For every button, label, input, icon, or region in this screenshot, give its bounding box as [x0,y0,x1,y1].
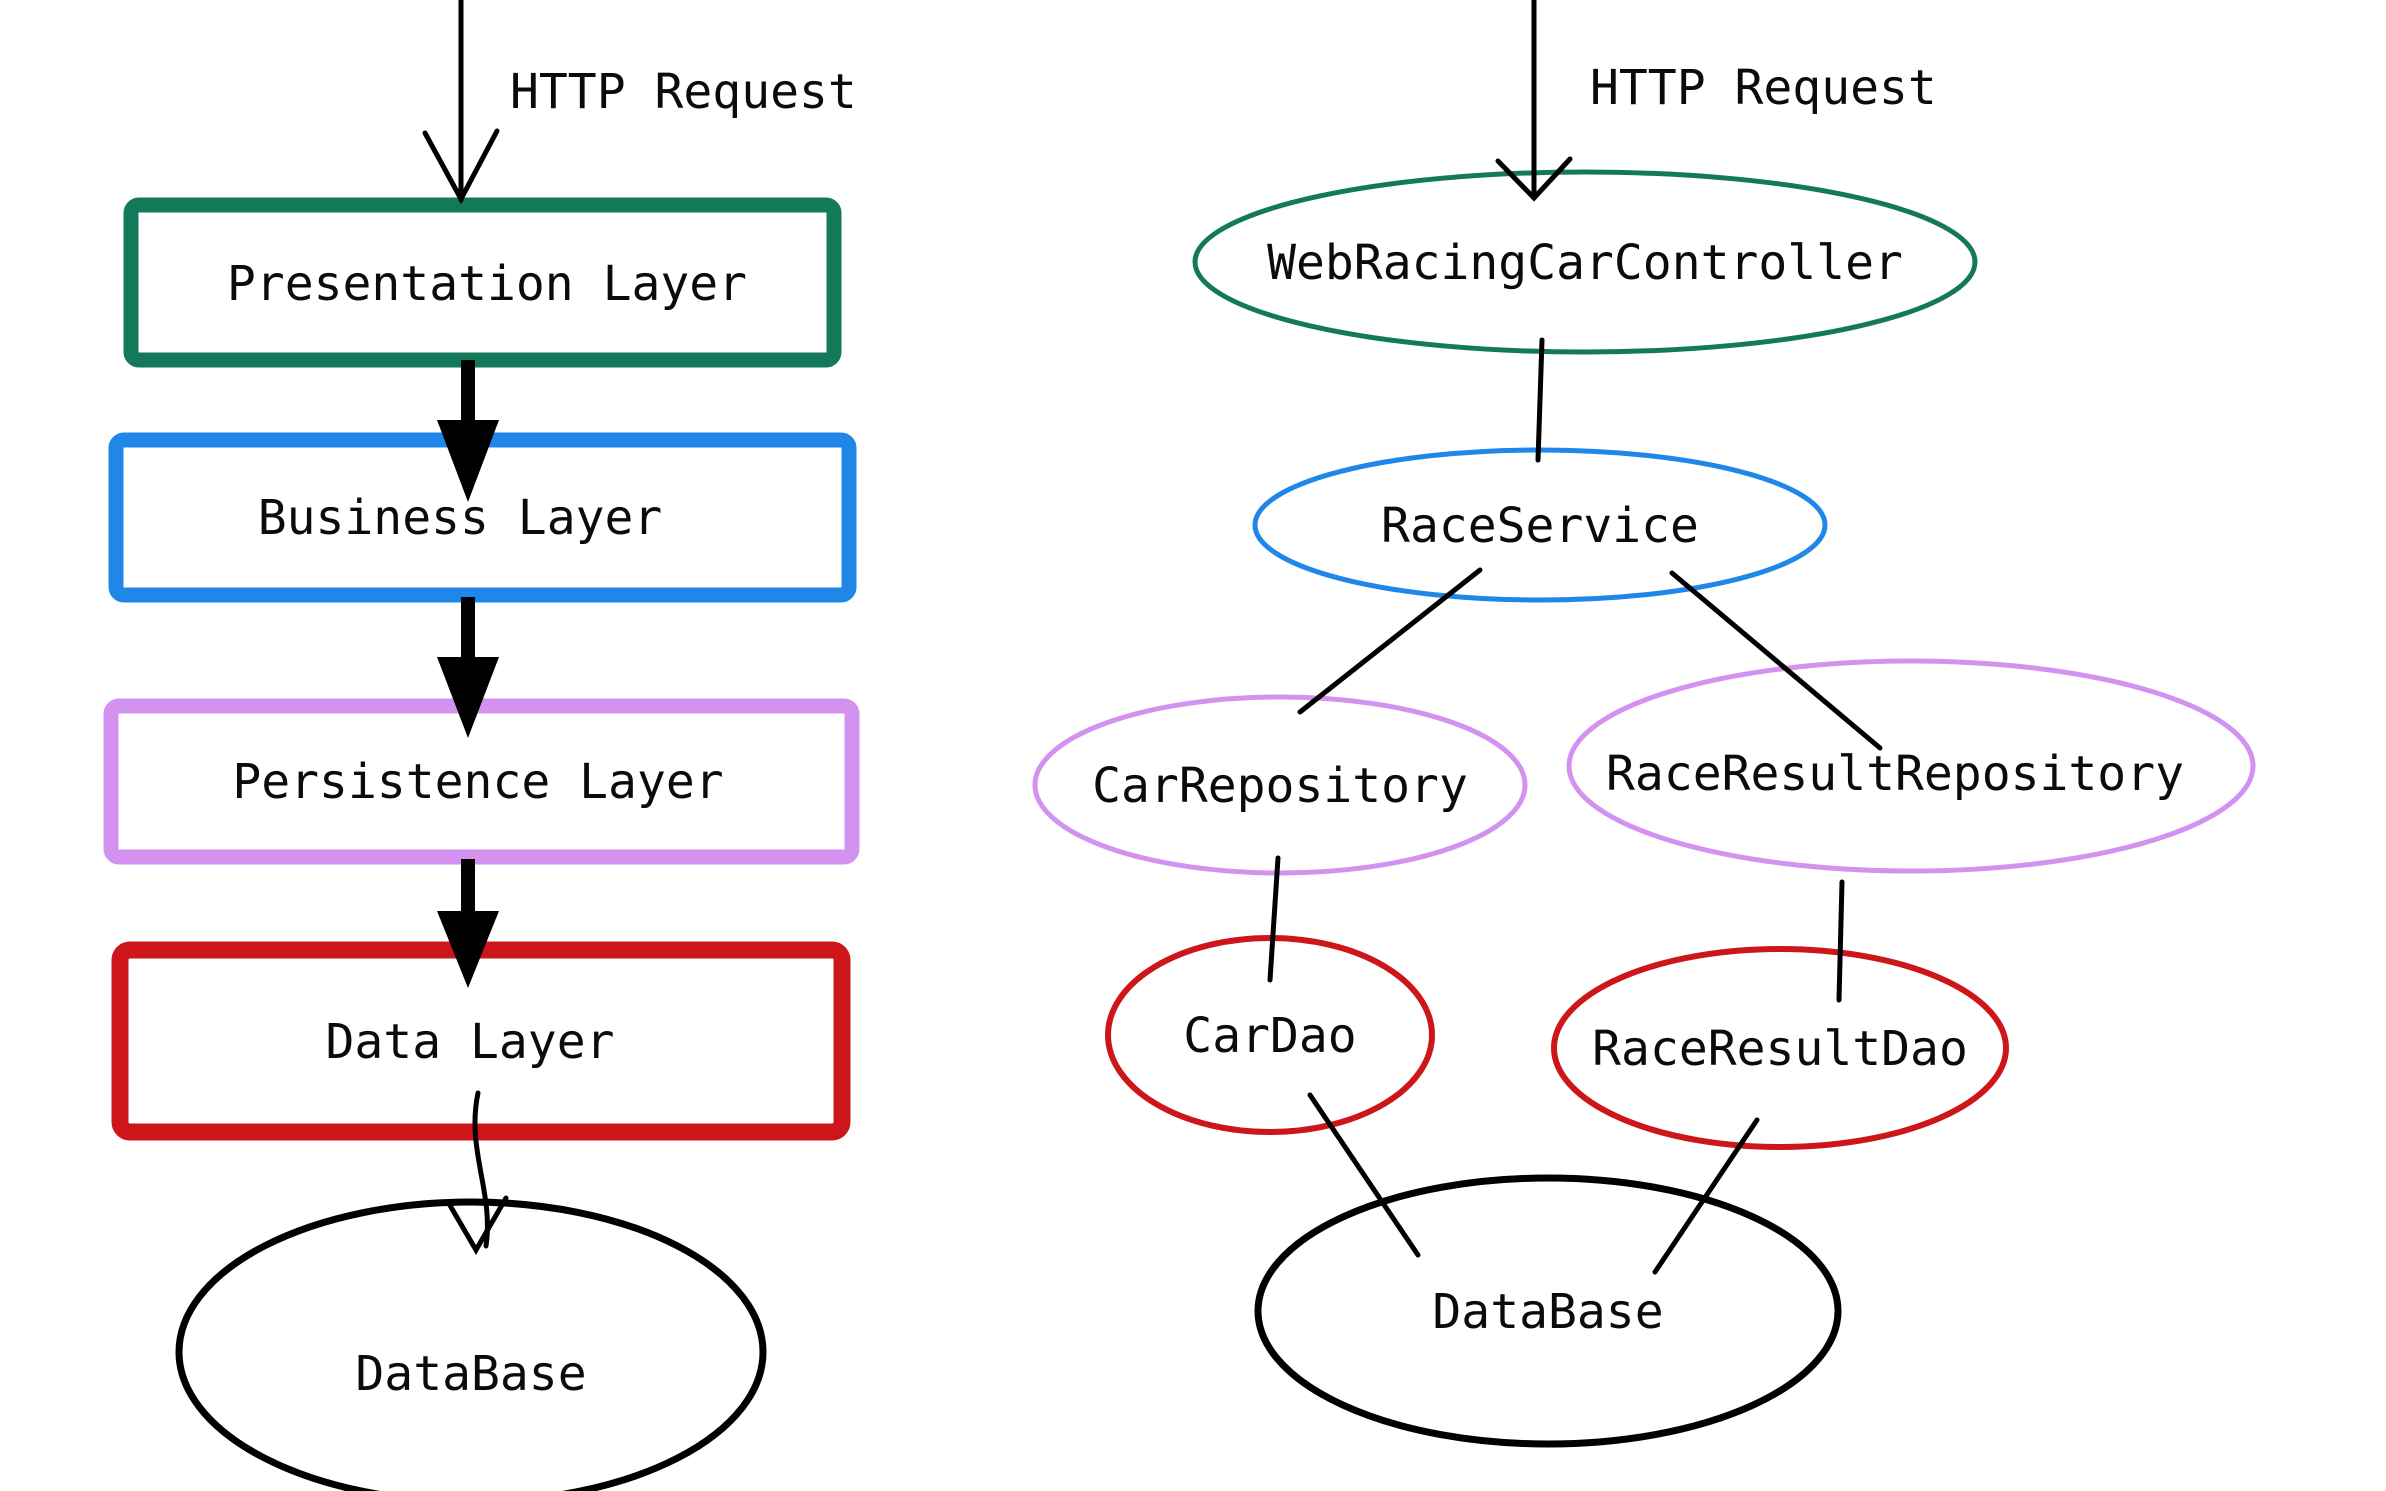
http-request-label-left: HTTP Request [510,64,857,120]
database-right-ellipse [1254,1174,1842,1448]
presentation-layer-label: Presentation Layer [227,256,747,312]
arrow-persistence-to-data [437,859,499,988]
data-layer-label: Data Layer [326,1014,615,1070]
raceresultrepository-ellipse [1566,658,2256,874]
edge-raceresultdao-database [1652,1117,1760,1275]
webracingcarcontroller-label: WebRacingCarController [1267,235,1903,291]
raceresultrepository-label: RaceResultRepository [1606,746,2184,802]
carrepository-ellipse [1032,694,1528,876]
thick-arrowhead-1 [437,420,499,502]
arrow-business-to-persistence [437,597,499,738]
edge-raceservice-carrepository [1297,567,1483,715]
http-request-arrow-right [1495,0,1573,202]
edge-raceresultrepository-raceresultdao [1836,879,1845,1003]
edge-carrepository-cardao [1267,855,1281,983]
arrowhead-open-left-bottom [445,1195,509,1255]
database-left-label: DataBase [355,1346,586,1402]
http-request-label-right: HTTP Request [1590,60,1937,116]
presentation-layer-box [123,197,842,368]
arrowhead-open-left-top [422,128,500,205]
edge-controller-raceservice [1535,337,1545,463]
database-left-ellipse [175,1198,767,1491]
raceresultdao-label: RaceResultDao [1592,1021,1968,1077]
cardao-ellipse [1105,935,1435,1135]
persistence-layer-box [103,698,860,865]
database-right-label: DataBase [1432,1284,1663,1340]
edge-cardao-database [1307,1092,1421,1258]
arrow-data-to-database [445,1090,509,1255]
arrow-presentation-to-business [437,360,499,502]
thick-arrowhead-3 [437,911,499,988]
webracingcarcontroller-ellipse [1192,169,1978,355]
persistence-layer-label: Persistence Layer [232,754,723,810]
raceservice-label: RaceService [1381,498,1699,554]
cardao-label: CarDao [1183,1008,1356,1064]
thick-arrowhead-2 [437,657,499,738]
edge-raceservice-raceresultrepository [1669,570,1883,751]
http-request-arrow-left [422,0,500,205]
arrowhead-open-right-top [1495,156,1573,202]
business-layer-label: Business Layer [258,490,663,546]
raceresultdao-ellipse [1551,946,2009,1150]
carrepository-label: CarRepository [1092,758,1468,814]
